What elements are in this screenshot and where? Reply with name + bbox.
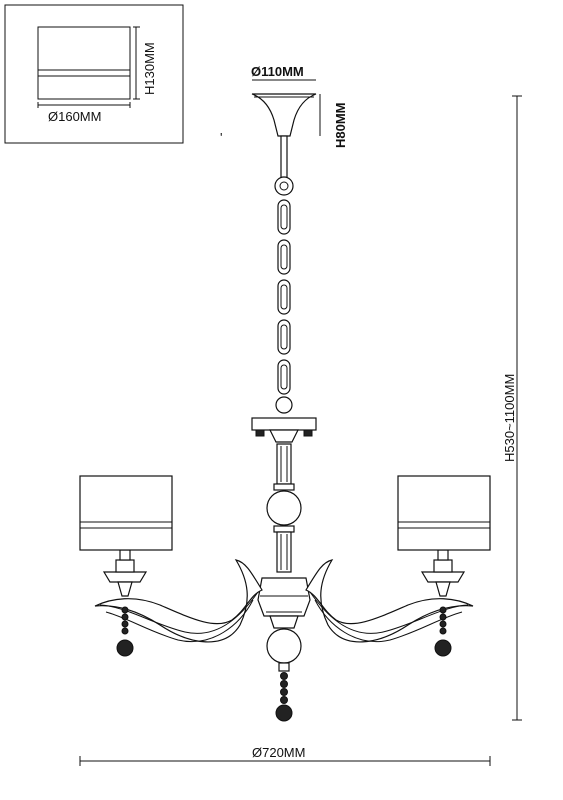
left-crystal-drop <box>116 639 134 657</box>
right-crystal-drop <box>434 639 452 657</box>
canopy: Ø110MM H80MM <box>251 64 348 148</box>
overall-height-dimension: H530~1100MM <box>502 95 522 721</box>
lower-glass-ball <box>266 628 302 664</box>
overall-width-dimension: Ø720MM <box>79 745 491 766</box>
right-shade <box>397 475 491 551</box>
inset-height-label: H130MM <box>142 42 157 95</box>
canopy-rod <box>280 135 288 179</box>
left-shade <box>79 475 173 551</box>
top-plate <box>251 417 317 443</box>
svg-text:': ' <box>220 130 222 145</box>
left-arm <box>94 549 263 657</box>
inset-frame <box>4 4 184 144</box>
canopy-height-label: H80MM <box>333 102 348 148</box>
inset-shade-band <box>37 69 131 77</box>
center-crystal-drop <box>275 704 293 722</box>
upper-glass-ball <box>266 490 302 526</box>
right-arm <box>305 549 474 657</box>
chain <box>274 176 294 414</box>
central-column <box>257 443 311 722</box>
inset-width-label: Ø160MM <box>48 109 101 124</box>
canopy-body <box>251 93 317 137</box>
overall-width-label: Ø720MM <box>252 745 305 760</box>
arm-hub <box>257 577 311 617</box>
overall-height-label: H530~1100MM <box>502 374 517 462</box>
shade-detail-inset: H130MM Ø160MM <box>4 4 184 144</box>
canopy-diameter-label: Ø110MM <box>251 64 304 79</box>
inset-shade <box>37 26 131 100</box>
